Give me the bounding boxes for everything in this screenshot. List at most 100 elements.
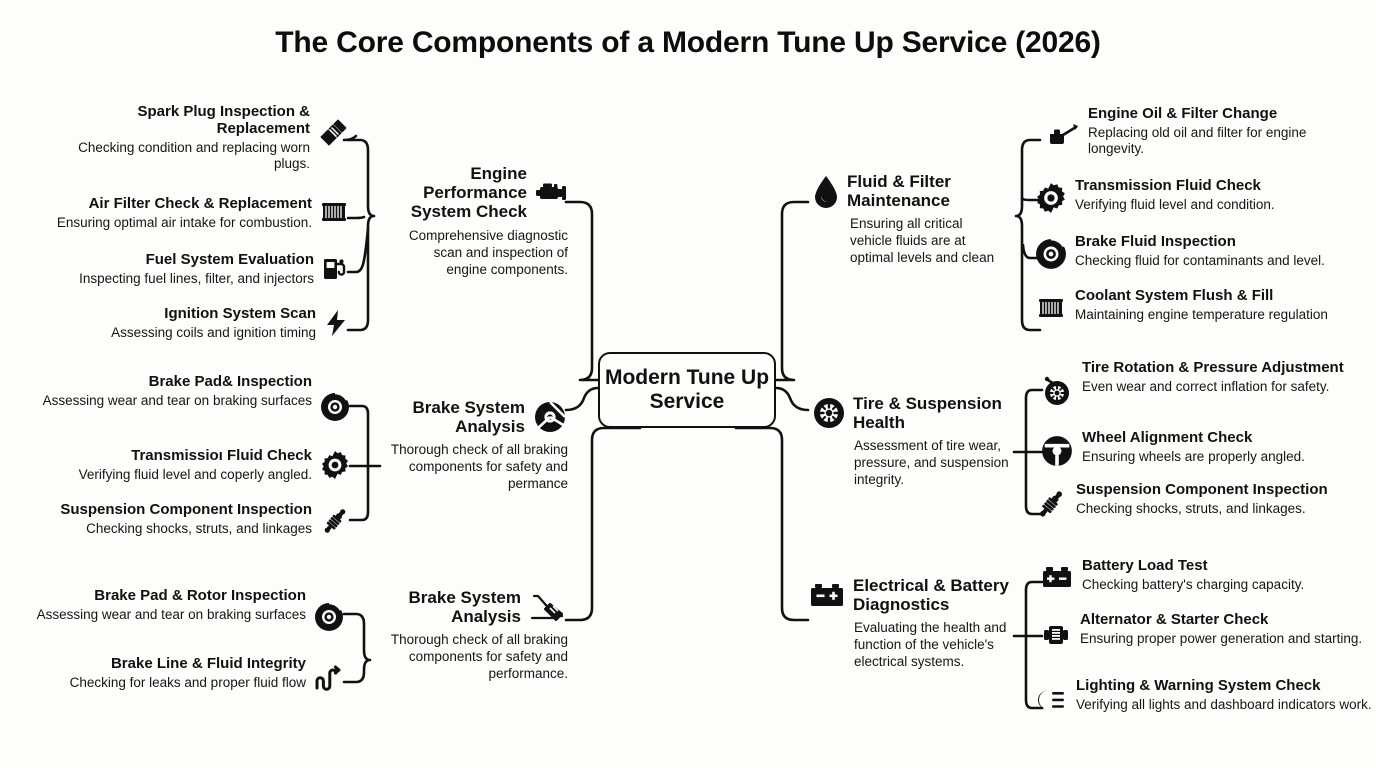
brake-line-icon [314,664,344,694]
leaf-brake-pad-rotor-desc: Assessing wear and tear on braking surfa… [36,606,306,622]
branch-engine[interactable]: Engine Performance System Check Comprehe… [398,164,568,278]
leaf-spark-plug-desc: Checking condition and replacing worn pl… [78,139,310,172]
headlight-icon [1034,686,1068,714]
leaf-brake-pad-inspection-desc: Assessing wear and tear on braking surfa… [42,392,312,408]
leaf-suspension-right-title: Suspension Component Inspection [1076,481,1328,498]
leaf-tire-rotation-title: Tire Rotation & Pressure Adjustment [1082,359,1344,376]
leaf-ignition-scan[interactable]: Ignition System Scan Assessing coils and… [18,305,348,341]
branch-fluid-head: Fluid & Filter Maintenance [812,172,1008,210]
leaf-brake-fluid-text: Brake Fluid Inspection Checking fluid fo… [1075,233,1365,269]
branch-brake-mid-desc: Thorough check of all braking components… [390,442,568,492]
branch-electrical[interactable]: Electrical & Battery Diagnostics Evaluat… [808,576,1020,670]
branch-brake-low[interactable]: Brake System Analysis Thorough check of … [380,588,568,682]
branch-fluid-desc: Ensuring all critical vehicle fluids are… [850,216,995,266]
leaf-brake-pad-rotor-text: Brake Pad & Rotor Inspection Assessing w… [18,587,306,623]
brake-rotor-icon [1035,238,1067,270]
branch-electrical-title: Electrical & Battery Diagnostics [853,576,1009,615]
branch-tire[interactable]: Tire & Suspension Health Assessment of t… [812,394,1018,488]
leaf-suspension-left[interactable]: Suspension Component Inspection Checking… [18,501,350,537]
droplet-icon [812,174,840,209]
branch-tire-title: Tire & Suspension Health [853,394,1002,433]
leaf-brake-fluid[interactable]: Brake Fluid Inspection Checking fluid fo… [1035,233,1371,270]
leaf-wheel-alignment[interactable]: Wheel Alignment Check Ensuring wheels ar… [1040,429,1370,468]
leaf-transmission-fluid-right[interactable]: Transmission Fluid Check Verifying fluid… [1035,177,1365,214]
leaf-fuel-system[interactable]: Fuel System Evaluation Inspecting fuel l… [18,251,348,287]
leaf-engine-oil[interactable]: Engine Oil & Filter Change Replacing old… [1046,105,1366,158]
branch-brake-mid[interactable]: Brake System Analysis Thorough check of … [380,398,568,492]
leaf-coolant-flush-text: Coolant System Flush & Fill Maintaining … [1075,287,1371,323]
leaf-brake-line-text: Brake Line & Fluid Integrity Checking fo… [18,655,306,691]
lightning-bolt-icon [324,309,348,337]
steering-wheel-icon [1040,434,1074,468]
branch-fluid-title: Fluid & Filter Maintenance [847,172,951,211]
leaf-lighting-warning-desc: Verifying all lights and dashboard indic… [1076,696,1372,712]
brake-rotor-icon [320,392,350,422]
leaf-lighting-warning-text: Lighting & Warning System Check Verifyin… [1076,677,1374,713]
leaf-battery-load-test[interactable]: Battery Load Test Checking battery's cha… [1040,557,1370,593]
leaf-fuel-system-title: Fuel System Evaluation [145,251,314,268]
spark-plug-icon [318,118,348,148]
leaf-transmission-fluid-right-text: Transmission Fluid Check Verifying fluid… [1075,177,1359,213]
leaf-spark-plug[interactable]: Spark Plug Inspection & Replacement Chec… [50,103,348,173]
battery-icon [1040,564,1074,592]
leaf-coolant-flush[interactable]: Coolant System Flush & Fill Maintaining … [1035,287,1375,323]
leaf-engine-oil-title: Engine Oil & Filter Change [1088,105,1278,122]
leaf-tire-rotation[interactable]: Tire Rotation & Pressure Adjustment Even… [1040,359,1370,406]
leaf-tire-rotation-desc: Even wear and correct inflation for safe… [1082,378,1330,394]
leaf-brake-pad-inspection-title: Brake Pad& Inspection [148,373,312,390]
brake-rotor-icon [314,602,344,632]
leaf-brake-fluid-title: Brake Fluid Inspection [1075,233,1236,250]
oil-can-icon [1046,122,1080,148]
leaf-suspension-right[interactable]: Suspension Component Inspection Checking… [1034,481,1374,520]
leaf-transmission-fluid-right-title: Transmission Fluid Check [1075,177,1261,194]
radiator-icon [1035,294,1067,322]
tire-pressure-icon [1040,374,1074,406]
leaf-wheel-alignment-text: Wheel Alignment Check Ensuring wheels ar… [1082,429,1366,465]
leaf-transmission-fluid-right-desc: Verifying fluid level and condition. [1075,196,1275,212]
leaf-tire-rotation-text: Tire Rotation & Pressure Adjustment Even… [1082,359,1368,395]
leaf-battery-load-test-text: Battery Load Test Checking battery's cha… [1082,557,1368,593]
leaf-battery-load-test-title: Battery Load Test [1082,557,1208,574]
center-node[interactable]: Modern Tune Up Service [598,352,776,428]
leaf-alternator-starter[interactable]: Alternator & Starter Check Ensuring prop… [1040,611,1370,650]
leaf-brake-pad-rotor-title: Brake Pad & Rotor Inspection [94,587,306,604]
leaf-lighting-warning[interactable]: Lighting & Warning System Check Verifyin… [1034,677,1374,714]
leaf-brake-line[interactable]: Brake Line & Fluid Integrity Checking fo… [18,655,344,694]
leaf-fuel-system-desc: Inspecting fuel lines, filter, and injec… [79,270,314,286]
leaf-brake-pad-rotor[interactable]: Brake Pad & Rotor Inspection Assessing w… [18,587,344,632]
leaf-suspension-right-text: Suspension Component Inspection Checking… [1076,481,1372,517]
leaf-brake-line-title: Brake Line & Fluid Integrity [110,655,306,672]
leaf-brake-line-desc: Checking for leaks and proper fluid flow [69,674,306,690]
leaf-ignition-scan-title: Ignition System Scan [164,305,316,322]
leaf-fuel-system-text: Fuel System Evaluation Inspecting fuel l… [22,251,314,287]
leaf-transmission-fluid-left[interactable]: Transmissioı Fluid Check Verifying fluid… [18,447,350,483]
branch-brake-low-title: Brake System Analysis [408,588,521,627]
fuel-pump-icon [322,255,348,283]
branch-brake-low-desc: Thorough check of all braking components… [390,632,568,682]
leaf-ignition-scan-text: Ignition System Scan Assessing coils and… [24,305,316,341]
brake-caliper-icon [528,590,568,624]
leaf-alternator-starter-title: Alternator & Starter Check [1080,611,1269,628]
branch-engine-title: Engine Performance System Check [410,164,527,222]
engine-icon [534,180,568,206]
leaf-air-filter[interactable]: Air Filter Check & Replacement Ensuring … [18,195,348,231]
leaf-alternator-starter-desc: Ensuring proper power generation and sta… [1080,630,1363,646]
branch-electrical-head: Electrical & Battery Diagnostics [808,576,1020,614]
leaf-wheel-alignment-desc: Ensuring wheels are properly angled. [1082,448,1305,464]
branch-fluid[interactable]: Fluid & Filter Maintenance Ensuring all … [812,172,1008,266]
leaf-brake-pad-inspection[interactable]: Brake Pad& Inspection Assessing wear and… [18,373,350,422]
air-filter-icon [320,198,348,226]
gear-icon [1035,182,1067,214]
leaf-engine-oil-desc: Replacing old oil and filter for engine … [1088,124,1307,157]
leaf-air-filter-title: Air Filter Check & Replacement [88,195,312,212]
brake-disc-icon [532,399,568,435]
battery-icon [808,580,846,610]
leaf-brake-pad-inspection-text: Brake Pad& Inspection Assessing wear and… [20,373,312,409]
leaf-coolant-flush-desc: Maintaining engine temperature regulatio… [1075,306,1328,322]
leaf-wheel-alignment-title: Wheel Alignment Check [1082,429,1253,446]
branch-brake-mid-title: Brake System Analysis [412,398,525,437]
leaf-transmission-fluid-left-text: Transmissioı Fluid Check Verifying fluid… [22,447,312,483]
leaf-suspension-left-text: Suspension Component Inspection Checking… [24,501,312,537]
leaf-air-filter-text: Air Filter Check & Replacement Ensuring … [18,195,312,231]
